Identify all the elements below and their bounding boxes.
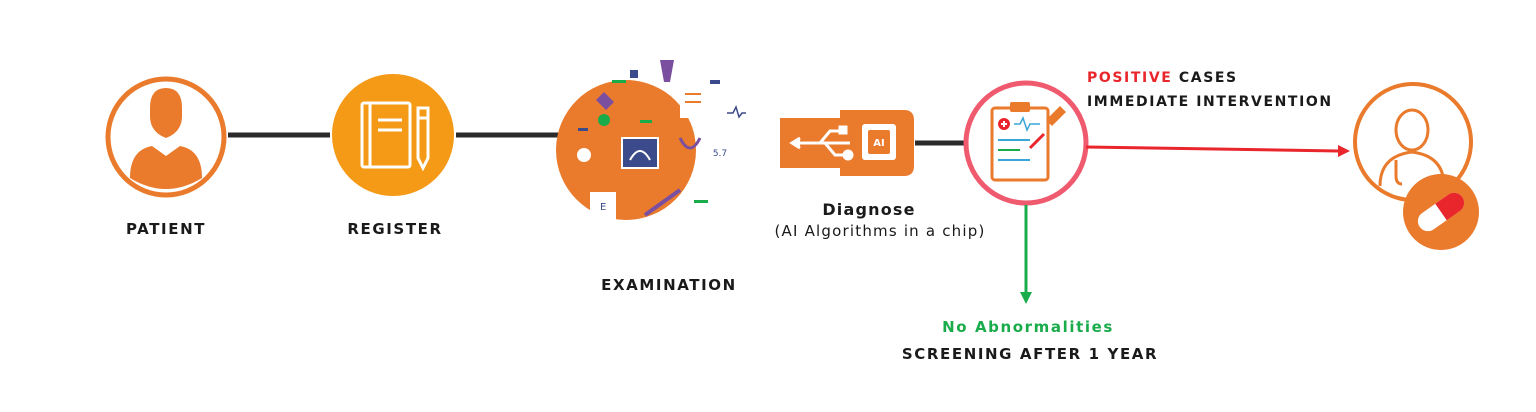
examination-node: 5.7 E xyxy=(556,60,760,240)
chip-glyph: AI xyxy=(873,138,884,149)
no-abnormalities-label: No Abnormalities xyxy=(942,318,1114,336)
screening-label: SCREENING AFTER 1 YEAR xyxy=(901,345,1159,363)
notebook-pen-icon xyxy=(360,101,430,172)
report-node xyxy=(963,80,1089,206)
usb-icon xyxy=(789,125,854,161)
positive-arrow xyxy=(1085,145,1350,157)
patient-node xyxy=(105,76,227,198)
ai-chip-node: AI xyxy=(780,110,914,176)
clipboard-report-icon xyxy=(990,102,1066,182)
register-label: REGISTER xyxy=(347,220,443,238)
negative-arrow xyxy=(1020,205,1032,304)
svg-text:E: E xyxy=(600,202,606,213)
diagnose-title: Diagnose xyxy=(822,200,916,219)
doctor-icon xyxy=(1378,108,1446,187)
svg-text:5.7: 5.7 xyxy=(713,149,727,159)
medical-items-icon: 5.7 E xyxy=(577,60,760,240)
register-node xyxy=(332,74,454,196)
patient-label: PATIENT xyxy=(125,220,207,238)
chip-icon: AI xyxy=(862,124,896,160)
positive-rest: CASES xyxy=(1172,70,1238,86)
doctor-node xyxy=(1353,82,1479,250)
positive-highlight: POSITIVE xyxy=(1087,70,1173,86)
diagnose-subtitle: (AI Algorithms in a chip) xyxy=(774,222,986,240)
pill-icon xyxy=(1403,174,1479,250)
person-icon xyxy=(130,88,202,189)
examination-label: EXAMINATION xyxy=(601,276,737,294)
positive-cases-label: POSITIVE CASES xyxy=(1087,70,1238,86)
intervention-label: IMMEDIATE INTERVENTION xyxy=(1087,94,1333,110)
